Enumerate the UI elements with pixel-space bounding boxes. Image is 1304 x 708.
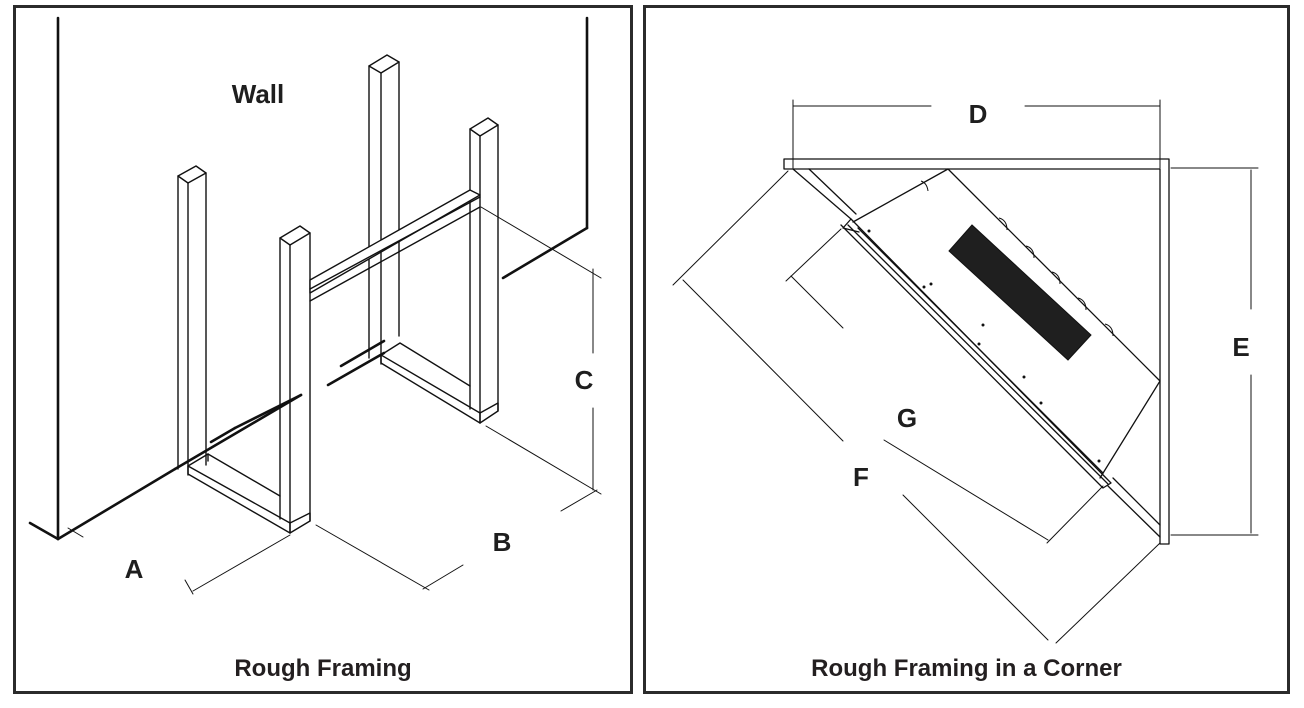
corner-framing-right [1107, 477, 1161, 538]
top-wall-plate [783, 158, 1170, 545]
dimension-a-label: A [125, 554, 144, 584]
bottom-plate-right [380, 342, 499, 424]
dimension-a [67, 527, 291, 595]
header-beam [309, 189, 481, 302]
dimension-c-label: C [575, 365, 594, 395]
fireplace-grille [948, 224, 1092, 361]
dimension-d [792, 99, 1161, 169]
dimension-c [480, 206, 602, 512]
dimension-b-label: B [493, 527, 512, 557]
dimension-g-label: G [897, 403, 917, 433]
rough-framing-corner-panel: D E F G Rough Framing in a Corner [643, 5, 1290, 694]
dimension-b [315, 524, 464, 591]
rough-framing-corner-drawing: D E F G [672, 99, 1259, 644]
dimension-e [1170, 167, 1259, 536]
fireplace-unit [852, 168, 1161, 479]
wall-label: Wall [232, 79, 284, 109]
screw-dots [867, 229, 1101, 463]
stud-right-front [469, 117, 499, 424]
dimension-e-label: E [1232, 332, 1249, 362]
stud-left-rear [177, 165, 207, 476]
stud-right-rear [368, 54, 400, 365]
dimension-f-label: F [853, 462, 869, 492]
rough-framing-corner-caption: Rough Framing in a Corner [811, 655, 1122, 682]
rough-framing-drawing: Wall A B C [28, 16, 602, 595]
wall-outline [28, 16, 589, 541]
dimension-f [672, 170, 1161, 644]
corner-framing-left [792, 168, 860, 233]
fireplace-vent-bumps [920, 180, 1114, 337]
dimension-g [785, 228, 1104, 544]
bottom-plate-left [187, 453, 311, 534]
dimension-d-label: D [969, 99, 988, 129]
rough-framing-panel: Wall A B C Rough Framing [13, 5, 633, 694]
rough-framing-caption: Rough Framing [234, 655, 412, 682]
stud-left-front [279, 225, 311, 534]
